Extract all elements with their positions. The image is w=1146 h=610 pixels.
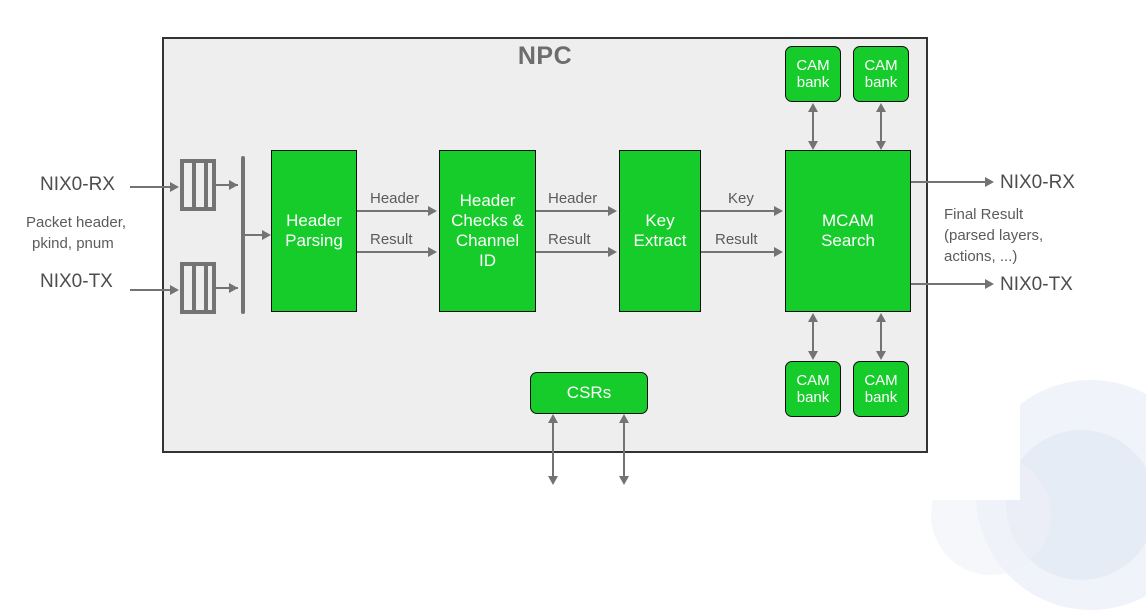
block-cam-bank-top-right[interactable]: CAM bank (853, 46, 909, 102)
csr-left-wire (552, 421, 554, 478)
left-caption-line-2: pkind, pnum (32, 235, 114, 252)
block-mcam-search[interactable]: MCAM Search (785, 150, 911, 312)
csr-right-wire (623, 421, 625, 478)
hc-ke-result-arrowhead (608, 247, 617, 257)
left-input-tx-label: NIX0-TX (40, 271, 113, 292)
block-key-extract-line1: Key (645, 210, 675, 230)
block-header-checks-line3: Channel (455, 231, 520, 250)
hc-ke-header-wire (536, 210, 609, 212)
cam-tr-mcam-wire (880, 110, 882, 143)
cam-bank-top-right-line1: CAM (864, 56, 898, 74)
edge-label-hp-hc-result: Result (370, 231, 413, 248)
reg-rx-to-bus-wire (216, 184, 238, 186)
cam-bank-top-right-line2: bank (864, 74, 898, 91)
bus-to-header-parsing-arrowhead (262, 230, 271, 240)
cam-tl-arrowhead-up (808, 103, 818, 112)
csr-right-arrowhead-down (619, 476, 629, 485)
cam-tr-arrowhead-up (876, 103, 886, 112)
block-mcam-search-line1: MCAM (822, 210, 874, 230)
hp-hc-result-arrowhead (428, 247, 437, 257)
cam-bl-arrowhead-up (808, 313, 818, 322)
ke-mcam-key-wire (701, 210, 775, 212)
csr-left-arrowhead-up (548, 414, 558, 423)
hp-hc-result-wire (357, 251, 429, 253)
reg-rx-to-bus-arrowhead (229, 180, 238, 190)
left-rx-wire (130, 186, 172, 188)
hp-hc-header-wire (357, 210, 429, 212)
right-caption-line-1: Final Result (944, 206, 1024, 223)
right-tx-wire (911, 283, 987, 285)
right-output-rx-label: NIX0-RX (1000, 172, 1075, 193)
cam-tl-arrowhead-down (808, 141, 818, 150)
block-cam-bank-top-left[interactable]: CAM bank (785, 46, 841, 102)
cam-bank-bottom-left-line1: CAM (796, 371, 830, 389)
ke-mcam-result-arrowhead (774, 247, 783, 257)
block-cam-bank-bottom-right[interactable]: CAM bank (853, 361, 909, 417)
right-output-tx-label: NIX0-TX (1000, 274, 1073, 295)
cam-br-arrowhead-up (876, 313, 886, 322)
edge-label-hp-hc-header: Header (370, 190, 420, 207)
cam-bl-arrowhead-down (808, 351, 818, 360)
cam-br-arrowhead-down (876, 351, 886, 360)
cam-br-mcam-wire (880, 320, 882, 353)
left-rx-arrowhead (170, 182, 179, 192)
block-header-checks-channel-id[interactable]: Header Checks & Channel ID (439, 150, 536, 312)
pipeline-register-rx-icon (180, 159, 216, 211)
edge-label-ke-mcam-key: Key (728, 190, 754, 207)
ke-mcam-key-arrowhead (774, 206, 783, 216)
pipeline-register-tx-icon (180, 262, 216, 314)
csr-right-arrowhead-up (619, 414, 629, 423)
left-input-rx-label: NIX0-RX (40, 174, 115, 195)
block-header-checks-line1: Header (459, 190, 516, 210)
edge-label-ke-mcam-result: Result (715, 231, 758, 248)
block-header-parsing-line1: Header (286, 210, 342, 230)
block-header-checks-line2: Checks & (451, 210, 524, 230)
right-tx-arrowhead (985, 279, 994, 289)
cam-bl-mcam-wire (812, 320, 814, 353)
cam-tl-mcam-wire (812, 110, 814, 143)
right-caption-line-3: actions, ...) (944, 248, 1018, 265)
cam-tr-arrowhead-down (876, 141, 886, 150)
right-caption-line-2: (parsed layers, (944, 227, 1044, 244)
input-bus-bar (241, 156, 245, 314)
block-key-extract[interactable]: Key Extract (619, 150, 701, 312)
block-csrs[interactable]: CSRs (530, 372, 648, 414)
right-rx-arrowhead (985, 177, 994, 187)
diagram-canvas: NPC NIX0-RX NIX0-TX Packet header, pkind… (26, 37, 1146, 610)
block-header-parsing[interactable]: Header Parsing (271, 150, 357, 312)
npc-title: NPC (517, 42, 573, 70)
hc-ke-result-wire (536, 251, 609, 253)
cam-bank-top-left-line1: CAM (796, 56, 830, 74)
reg-tx-to-bus-wire (216, 287, 238, 289)
block-key-extract-line2: Extract (633, 231, 687, 250)
block-header-parsing-line2: Parsing (285, 231, 343, 250)
block-cam-bank-bottom-left[interactable]: CAM bank (785, 361, 841, 417)
reg-tx-to-bus-arrowhead (229, 283, 238, 293)
bus-to-header-parsing-wire (244, 234, 268, 236)
block-csrs-label: CSRs (566, 382, 612, 402)
left-tx-wire (130, 289, 172, 291)
right-rx-wire (911, 181, 987, 183)
edge-label-hc-ke-result: Result (548, 231, 591, 248)
cam-bank-bottom-left-line2: bank (796, 389, 830, 406)
left-tx-arrowhead (170, 285, 179, 295)
cam-bank-top-left-line2: bank (796, 74, 830, 91)
block-mcam-search-line2: Search (821, 231, 875, 250)
hc-ke-header-arrowhead (608, 206, 617, 216)
ke-mcam-result-wire (701, 251, 775, 253)
edge-label-hc-ke-header: Header (548, 190, 598, 207)
csr-left-arrowhead-down (548, 476, 558, 485)
block-header-checks-line4: ID (479, 251, 496, 271)
cam-bank-bottom-right-line2: bank (864, 389, 898, 406)
cam-bank-bottom-right-line1: CAM (864, 371, 898, 389)
left-caption-line-1: Packet header, (26, 214, 127, 231)
hp-hc-header-arrowhead (428, 206, 437, 216)
